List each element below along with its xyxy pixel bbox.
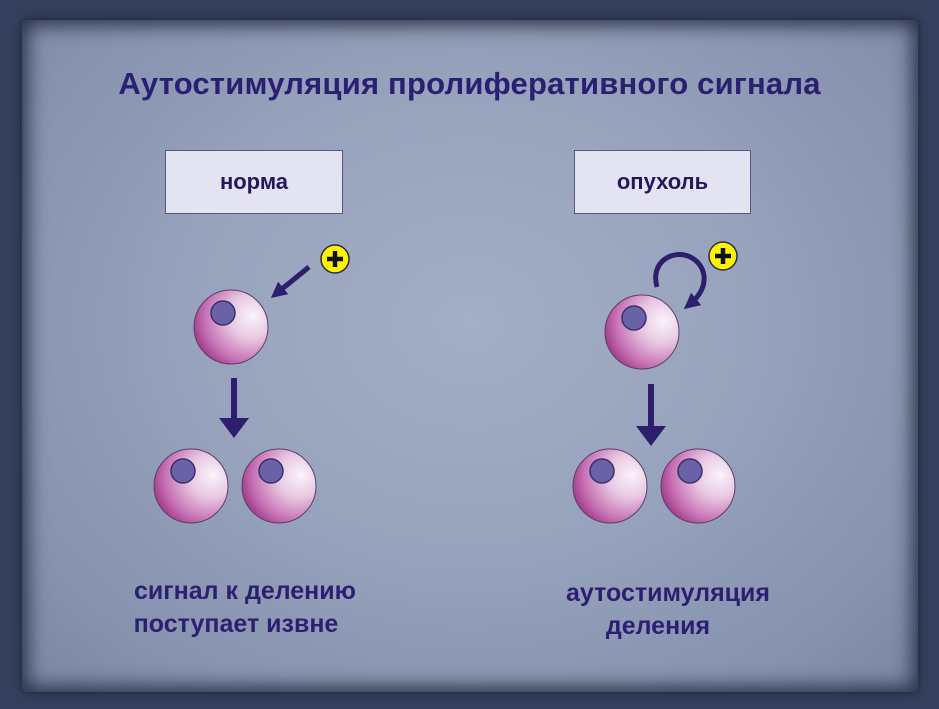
label-norm: норма bbox=[165, 150, 343, 214]
down-arrow-icon bbox=[636, 384, 666, 446]
label-tumor-text: опухоль bbox=[616, 169, 709, 194]
cell-icon bbox=[572, 448, 648, 524]
caption-norm-line2: поступает извне bbox=[133, 610, 339, 638]
circular-arrow-icon bbox=[653, 252, 707, 310]
caption-tumor-line1: аутостимуляция bbox=[565, 579, 771, 607]
right-plus-badge bbox=[708, 241, 738, 271]
cell-icon bbox=[604, 294, 680, 370]
caption-norm: сигнал к делению поступает извне bbox=[100, 575, 390, 641]
cell-icon bbox=[660, 448, 736, 524]
caption-norm-line1: сигнал к делению bbox=[133, 577, 357, 605]
label-norm-text: норма bbox=[219, 169, 289, 194]
cell-icon bbox=[241, 448, 317, 524]
cell-icon bbox=[153, 448, 229, 524]
page-title: Аутостимуляция пролиферативного сигнала bbox=[118, 66, 821, 101]
down-arrow-icon bbox=[219, 378, 249, 438]
caption-tumor: аутостимуляция деления bbox=[538, 577, 798, 643]
label-tumor: опухоль bbox=[574, 150, 751, 214]
cell-icon bbox=[193, 289, 269, 365]
left-plus-badge bbox=[320, 244, 350, 274]
incoming-arrow-icon bbox=[270, 265, 311, 299]
caption-tumor-line2: деления bbox=[605, 612, 711, 640]
textured-board bbox=[22, 20, 918, 692]
